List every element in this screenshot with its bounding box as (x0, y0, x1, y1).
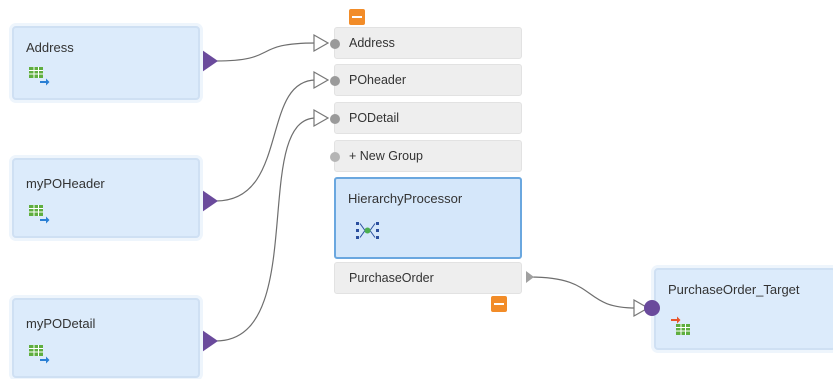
link-poheader (215, 79, 317, 202)
node-title: PurchaseOrder_Target (668, 282, 800, 297)
source-node-mypoheader[interactable]: myPOHeader (12, 158, 200, 238)
input-group-address[interactable]: Address (330, 27, 522, 59)
collapse-input-groups-button[interactable] (349, 9, 365, 25)
input-group-podetail[interactable]: PODetail (330, 102, 522, 134)
hierarchy-processor-icon (356, 222, 379, 239)
source-node-address[interactable]: Address (12, 26, 200, 100)
port-dot-icon (330, 152, 340, 162)
new-group-label: + New Group (349, 149, 423, 163)
port-dot-icon (330, 76, 340, 86)
node-title: myPODetail (26, 316, 96, 331)
out-port-purchaseorder (526, 271, 534, 283)
out-port-address (202, 50, 218, 72)
input-group-label: PODetail (349, 111, 400, 125)
input-group-label: POheader (349, 73, 406, 87)
node-title: myPOHeader (26, 176, 105, 191)
out-port-myPOHeader (202, 190, 218, 212)
table-source-icon (29, 67, 50, 86)
hierarchy-processor-node[interactable]: HierarchyProcessor (334, 177, 522, 259)
port-dot-icon (330, 39, 340, 49)
table-source-icon (29, 205, 50, 224)
table-target-icon (671, 316, 690, 335)
new-group-row[interactable]: + New Group (330, 140, 522, 172)
input-group-poheader[interactable]: POheader (330, 64, 522, 96)
target-input-port[interactable] (644, 300, 660, 316)
collapse-output-groups-button[interactable] (491, 296, 507, 312)
output-group-label: PurchaseOrder (349, 271, 434, 285)
table-source-icon (29, 345, 50, 364)
out-port-myPODetail (202, 330, 218, 352)
link-podetail (215, 117, 317, 342)
arrow-in-podetail (313, 108, 330, 128)
arrow-in-address (313, 33, 330, 53)
arrow-in-poheader (313, 70, 330, 90)
source-node-mypodetail[interactable]: myPODetail (12, 298, 200, 378)
output-group-purchaseorder[interactable]: PurchaseOrder (334, 262, 522, 294)
link-address (215, 42, 317, 62)
link-purchaseorder (529, 276, 637, 309)
node-title: HierarchyProcessor (348, 191, 463, 206)
node-title: Address (26, 40, 74, 55)
port-dot-icon (330, 114, 340, 124)
input-group-label: Address (349, 36, 395, 50)
target-node-purchaseorder-target[interactable]: PurchaseOrder_Target (654, 268, 833, 350)
